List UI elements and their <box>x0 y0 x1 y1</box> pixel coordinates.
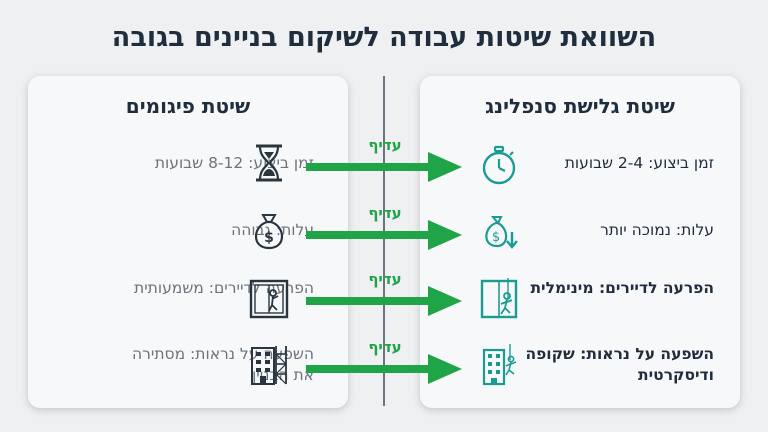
scaffolding-visibility-text: השפעה על נראות: מסתירה את הבניין <box>132 345 314 384</box>
svg-text:$: $ <box>264 230 274 246</box>
snappling-time-text: זמן ביצוע: 2-4 שבועות <box>564 154 714 172</box>
arrow-right-icon <box>306 286 462 316</box>
scaffolding-panel-title: שיטת פיגומים <box>125 94 251 118</box>
scaffolding-time-text: זמן ביצוע: 8-12 שבועות <box>154 154 314 172</box>
page-title: השוואת שיטות עבודה לשיקום בניינים בגובה <box>111 22 657 53</box>
money-bag-icon: $ <box>254 214 284 250</box>
arrow-right-icon <box>306 152 462 182</box>
stopwatch-icon <box>482 145 516 185</box>
advantage-label-visibility: עדיף <box>368 338 402 356</box>
advantage-label-disturbance: עדיף <box>368 270 402 288</box>
snappling-panel-title: שיטת גלישת סנפלינג <box>485 94 675 118</box>
hourglass-icon <box>256 144 282 182</box>
window-climber-icon <box>480 278 518 319</box>
snappling-visibility-text: השפעה על נראות: שקופה ודיסקרטית <box>525 345 714 384</box>
scaffolding-cost-text: עלות: גבוהה <box>231 221 314 239</box>
scaffolding-panel: שיטת פיגומים זמן ביצוע: 8-12 שבועות עלות… <box>28 76 348 408</box>
snappling-disturbance-text: הפרעה לדיירים: מינימלית <box>530 279 714 297</box>
money-bag-down-icon: $ <box>485 216 518 249</box>
snappling-panel: שיטת גלישת סנפלינג זמן ביצוע: 2-4 שבועות… <box>420 76 740 408</box>
center-divider <box>383 76 385 406</box>
advantage-label-time: עדיף <box>368 136 402 154</box>
advantage-label-cost: עדיף <box>368 204 402 222</box>
window-person-icon <box>249 279 289 319</box>
snappling-cost-text: עלות: נמוכה יותר <box>600 221 714 239</box>
svg-text:$: $ <box>492 230 500 245</box>
building-rappel-icon <box>482 344 517 386</box>
building-scaffold-icon <box>251 346 287 385</box>
arrow-right-icon <box>306 220 462 250</box>
arrow-right-icon <box>306 354 462 384</box>
